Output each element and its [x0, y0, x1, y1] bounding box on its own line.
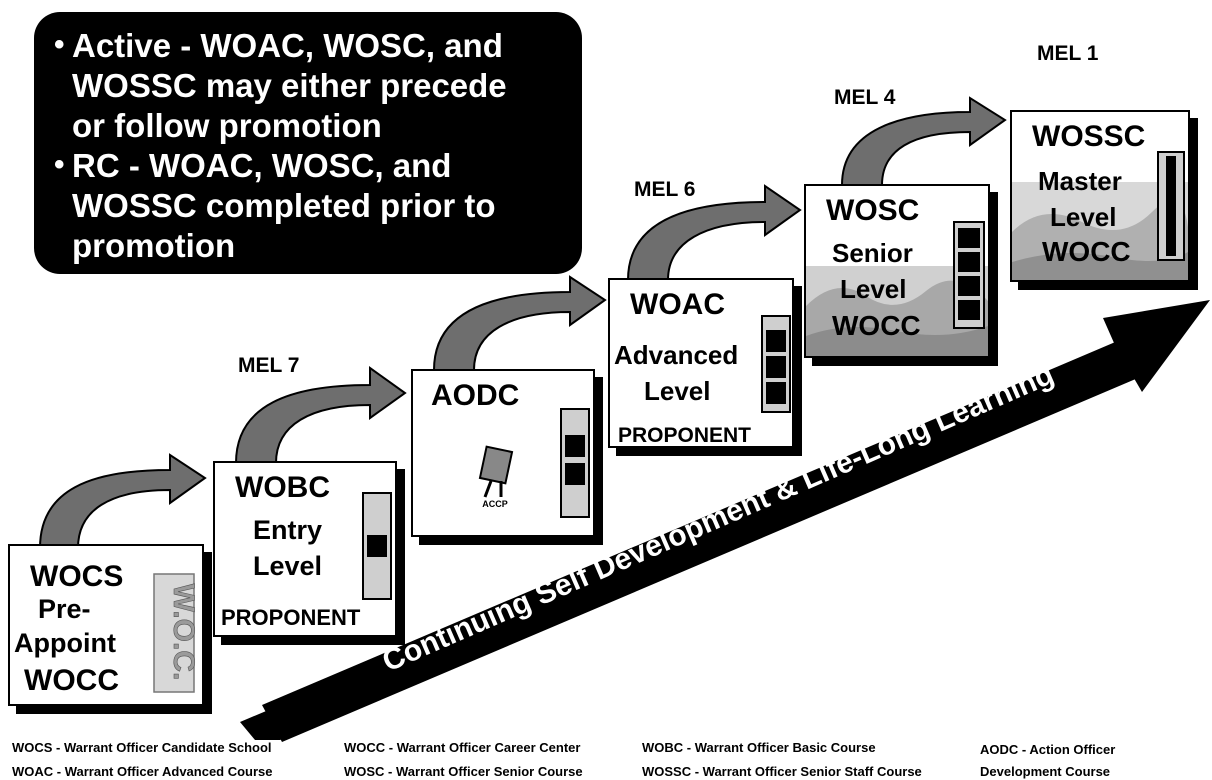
legend-item: WOAC - Warrant Officer Advanced Course	[12, 764, 273, 779]
rank-insignia-icon	[560, 408, 590, 518]
legend-item: WOCC - Warrant Officer Career Center	[344, 740, 581, 755]
card-line: WOCC	[832, 310, 921, 341]
card-title: WOBC	[235, 471, 330, 504]
card-line: PROPONENT	[221, 605, 361, 630]
card-wocs: WOCS Pre- Appoint WOCC W.O.C.	[8, 544, 204, 706]
legend-item: Development Course	[980, 764, 1111, 779]
card-title: WOCS	[30, 560, 124, 593]
mel-label: MEL 1	[1037, 42, 1099, 65]
card-title: AODC	[431, 379, 520, 412]
legend-item: WOSSC - Warrant Officer Senior Staff Cou…	[642, 764, 922, 779]
note-line: WOSSC completed prior to	[72, 187, 496, 224]
card-woac: WOAC Advanced Level PROPONENT	[608, 278, 794, 448]
note-line: WOSSC may either precede	[72, 67, 507, 104]
step-arrow	[840, 96, 1007, 186]
card-line: Level	[840, 274, 907, 304]
card-line: PROPONENT	[618, 424, 752, 447]
step-arrow	[626, 184, 802, 281]
mel-label: MEL 6	[634, 178, 696, 201]
step-arrow	[432, 275, 607, 371]
note-line: RC - WOAC, WOSC, and	[72, 147, 452, 184]
legend-item: WOCS - Warrant Officer Candidate School	[12, 740, 272, 755]
card-line: Appoint	[14, 628, 116, 658]
card-wossc: WOSSC Master Level WOCC	[1010, 110, 1190, 282]
card-title: WOSSC	[1032, 120, 1146, 153]
woc-insignia-icon: W.O.C.	[153, 573, 198, 693]
step-arrow	[38, 453, 207, 549]
legend-item: WOBC - Warrant Officer Basic Course	[642, 740, 876, 755]
legend-item: WOSC - Warrant Officer Senior Course	[344, 764, 583, 779]
card-line: WOCC	[1042, 236, 1131, 267]
card-title: WOAC	[630, 288, 725, 321]
step-arrow	[234, 366, 407, 464]
card-title: WOSC	[826, 194, 920, 227]
card-line: Master	[1038, 166, 1122, 196]
note-line: promotion	[72, 227, 236, 264]
card-wobc: WOBC Entry Level PROPONENT	[213, 461, 397, 637]
bullet-icon: •	[54, 28, 65, 61]
note-box: • Active - WOAC, WOSC, and WOSSC may eit…	[34, 12, 582, 274]
card-line: Senior	[832, 238, 913, 268]
card-wosc: WOSC Senior Level WOCC	[804, 184, 990, 358]
card-line: Level	[1050, 202, 1117, 232]
bullet-icon: •	[54, 148, 65, 181]
svg-text:W.O.C.: W.O.C.	[167, 584, 198, 681]
card-line: Entry	[253, 515, 323, 545]
note-line: Active - WOAC, WOSC, and	[72, 27, 503, 64]
card-line: Advanced	[614, 340, 739, 370]
mailbox-icon: ACCP	[478, 445, 514, 509]
rank-insignia-icon	[362, 492, 392, 600]
svg-text:ACCP: ACCP	[482, 499, 508, 509]
card-line: Level	[253, 551, 323, 581]
rank-insignia-icon	[1157, 151, 1185, 261]
mel-label: MEL 4	[834, 86, 896, 109]
rank-insignia-icon	[761, 315, 791, 413]
rank-insignia-icon	[953, 221, 985, 329]
card-line: Level	[644, 376, 711, 406]
legend-item: AODC - Action Officer	[980, 742, 1116, 757]
card-line: WOCC	[24, 664, 119, 697]
card-line: Pre-	[38, 594, 91, 624]
note-line: or follow promotion	[72, 107, 382, 144]
mel-label: MEL 7	[238, 354, 300, 377]
card-aodc: AODC ACCP	[411, 369, 595, 537]
